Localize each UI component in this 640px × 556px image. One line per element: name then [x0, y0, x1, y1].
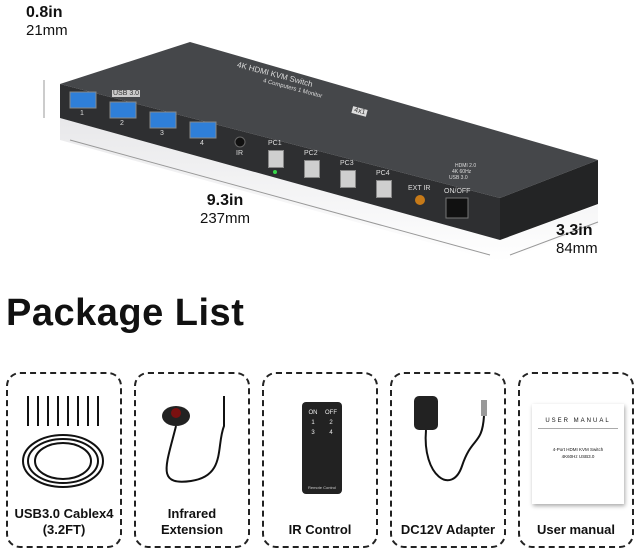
spec-label: HDMI 2.0 [455, 163, 477, 169]
led-indicator [273, 170, 277, 174]
usb-port-2 [109, 101, 137, 119]
width-line [509, 221, 599, 256]
remote-label: Remote Control [307, 485, 336, 490]
ext-ir-label: EXT IR [408, 185, 431, 192]
manual-title: USER MANUAL [538, 418, 618, 429]
usb-number: 4 [200, 140, 204, 147]
device-top [60, 42, 598, 198]
spec-label: USB 3.0 [449, 175, 468, 181]
pc4-label: PC4 [376, 170, 390, 177]
usb-label: USB 3.0 [112, 90, 141, 97]
length-mm: 237mm [200, 210, 251, 227]
spec-label: 4K 60Hz [452, 169, 472, 175]
usb-cables-icon [22, 396, 104, 488]
package-item-user-manual: USER MANUAL 4-Port HDMI KVM Switch 4K60H… [518, 372, 634, 548]
remote-button-1: 1 [311, 420, 315, 426]
remote-control-icon: ON OFF 1 2 3 4 Remote Control [302, 402, 342, 494]
usb-number: 3 [160, 130, 164, 137]
remote-button-2: 2 [329, 420, 333, 426]
item-label: IR Control [288, 522, 352, 537]
package-item-usb-cables: USB3.0 Cablex4(3.2FT) [6, 372, 122, 548]
height-in: 0.8in [26, 4, 63, 21]
length-line [69, 139, 491, 256]
manual-line: 4K60Hz USB3.0 [561, 454, 595, 459]
infrared-extension-icon [162, 396, 225, 483]
ir-port [234, 136, 246, 148]
kvm-switch-image [43, 42, 599, 262]
height-mm: 21mm [26, 22, 68, 39]
usb-port-1 [69, 91, 97, 109]
item-sublabel: (3.2FT) [42, 522, 86, 537]
usb-number: 2 [120, 120, 124, 127]
ir-label: IR [236, 150, 243, 157]
pc2-button[interactable] [304, 160, 320, 178]
power-label: ON/OFF [444, 188, 471, 195]
item-sublabel: Extension [160, 522, 224, 537]
width-mm: 84mm [556, 240, 598, 257]
length-in: 9.3in [206, 192, 244, 209]
ext-ir-port [415, 195, 425, 205]
package-item-ir-control: ON OFF 1 2 3 4 Remote Control IR Control [262, 372, 378, 548]
remote-on-button: ON [308, 410, 318, 416]
pc1-button[interactable] [268, 150, 284, 168]
usb-port-4 [189, 121, 217, 139]
manual-line: 4-Port HDMI KVM Switch [552, 447, 604, 452]
width-in: 3.3in [556, 222, 593, 239]
remote-button-3: 3 [311, 430, 315, 436]
item-label: Infrared [167, 506, 217, 521]
item-label: USB3.0 Cablex4 [14, 506, 114, 521]
pc4-button[interactable] [376, 180, 392, 198]
pc1-label: PC1 [268, 140, 282, 147]
power-adapter-icon [414, 396, 487, 482]
pc2-label: PC2 [304, 150, 318, 157]
remote-off-button: OFF [325, 410, 337, 416]
item-label: User manual [536, 522, 616, 537]
usb-ports [69, 91, 217, 139]
item-label: DC12V Adapter [400, 522, 496, 537]
manual-icon: USER MANUAL 4-Port HDMI KVM Switch 4K60H… [532, 404, 624, 504]
usb-port-3 [149, 111, 177, 129]
pc3-button[interactable] [340, 170, 356, 188]
package-list-title: Package List [6, 292, 245, 334]
remote-button-4: 4 [329, 430, 333, 436]
device-side [500, 160, 598, 240]
pc3-label: PC3 [340, 160, 354, 167]
usb-number: 1 [80, 110, 84, 117]
power-switch [445, 197, 469, 219]
package-item-dc-adapter: DC12V Adapter [390, 372, 506, 548]
